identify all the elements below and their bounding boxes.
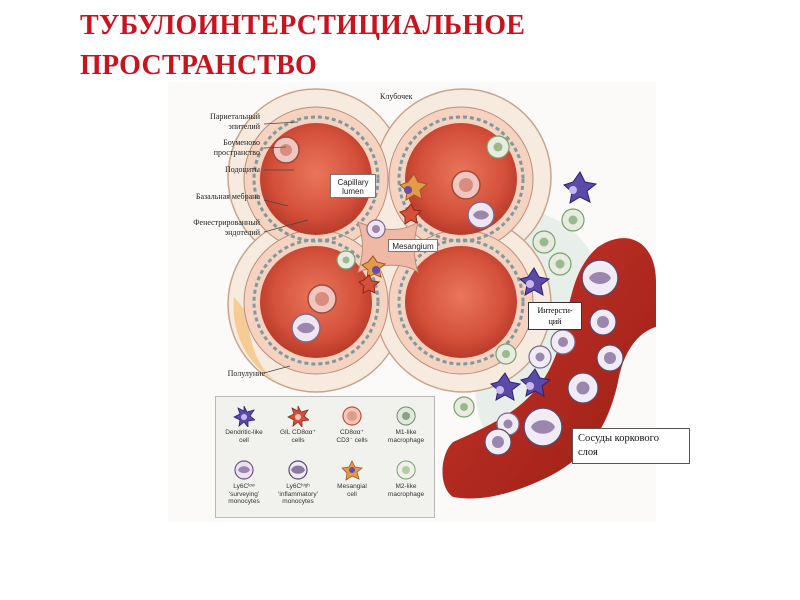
legend-gil-line1: GIL CD8αα⁺ bbox=[280, 429, 316, 436]
legend-cd8-line1: CD8αα⁺ bbox=[340, 429, 364, 436]
legend-item-dendritic-cell: Dendritic-like cell bbox=[217, 405, 271, 444]
label-interstitium: Интерсти- ций bbox=[528, 302, 582, 330]
legend-ly6c-high-line2: ‘inflammatory’ bbox=[277, 490, 319, 498]
label-fenestrated-endothelium: Фенестрированный эндотелий bbox=[150, 218, 260, 238]
legend-m1-line1: M1-like bbox=[395, 429, 417, 436]
legend-ly6c-low-line3: monocytes bbox=[228, 498, 260, 505]
title-line-1: ТУБУЛОИНТЕРСТИЦИАЛЬНОЕ bbox=[80, 10, 526, 41]
label-interstitium-line1: Интерсти- bbox=[537, 306, 573, 315]
label-basement-membrane: Базальная мебрана bbox=[195, 192, 260, 201]
label-glomerulus: Клубочек bbox=[380, 92, 413, 101]
label-interstitium-line2: ций bbox=[548, 317, 562, 326]
label-cortical-vessels: Сосуды коркового слоя bbox=[572, 428, 690, 464]
legend-gil-line2: cells bbox=[291, 436, 305, 444]
label-capillary-lumen-line1: Capillary bbox=[337, 178, 369, 187]
cell-type-legend: Dendritic-like cell GIL CD8αα⁺ cells CD8… bbox=[215, 396, 435, 518]
legend-mesangial-line1: Mesangial bbox=[337, 483, 367, 490]
label-fenestrated-endothelium-line2: эндотелий bbox=[224, 228, 260, 237]
legend-m1-line2: macrophage bbox=[387, 436, 425, 444]
legend-cd8-line2: CD3⁻ cells bbox=[336, 436, 368, 444]
label-bowman-space: Боуменово пространство bbox=[150, 138, 260, 158]
legend-m2-line2: macrophage bbox=[387, 490, 425, 498]
capillary-monocytes bbox=[291, 201, 495, 343]
label-capillary-lumen: Capillary lumen bbox=[330, 174, 376, 198]
label-bowman-space-line1: Боуменово bbox=[223, 138, 260, 147]
legend-ly6c-high-line3: monocytes bbox=[282, 498, 314, 505]
label-mesangium: Mesangium bbox=[388, 239, 438, 252]
legend-item-ly6c-low: Ly6Cˡᵒʷ ‘surveying’ monocytes bbox=[217, 459, 271, 506]
legend-item-ly6c-high: Ly6Cʰⁱᵍʰ ‘inflammatory’ monocytes bbox=[271, 459, 325, 506]
m1-macrophage-icon bbox=[396, 406, 416, 426]
label-capillary-lumen-line2: lumen bbox=[342, 187, 364, 196]
legend-ly6c-low-line2: ‘surveying’ bbox=[228, 490, 260, 498]
legend-ly6c-low-line1: Ly6Cˡᵒʷ bbox=[233, 483, 255, 490]
legend-dendritic-line2: cell bbox=[239, 436, 249, 444]
glomerulus-illustration bbox=[168, 82, 656, 522]
ly6c-low-monocyte-icon bbox=[234, 460, 254, 480]
legend-item-gil-cd8: GIL CD8αα⁺ cells bbox=[271, 405, 325, 444]
m2-macrophage-icon bbox=[396, 460, 416, 480]
gil-cd8-cell-icon bbox=[287, 405, 309, 427]
basement-membrane bbox=[252, 115, 525, 366]
label-leaders bbox=[263, 121, 309, 374]
legend-dendritic-line1: Dendritic-like bbox=[225, 429, 263, 436]
title-line-2: ПРОСТРАНСТВО bbox=[80, 50, 318, 81]
legend-mesangial-line2: cell bbox=[347, 490, 357, 498]
ly6c-high-monocyte-icon bbox=[288, 460, 308, 480]
crescent-shape bbox=[233, 297, 278, 382]
label-parietal-epithelium: Париетальный эпителий bbox=[150, 112, 260, 132]
label-bowman-space-line2: пространство bbox=[213, 148, 260, 157]
page-title: ТУБУЛОИНТЕРСТИЦИАЛЬНОЕ ПРОСТРАНСТВО bbox=[80, 6, 525, 86]
legend-item-m2-macrophage: M2-like macrophage bbox=[379, 459, 433, 498]
label-cortical-vessels-line1: Сосуды коркового bbox=[578, 433, 659, 444]
label-fenestrated-endothelium-line1: Фенестрированный bbox=[193, 218, 260, 227]
legend-item-cd8-cd3: CD8αα⁺ CD3⁻ cells bbox=[325, 405, 379, 444]
legend-item-m1-macrophage: M1-like macrophage bbox=[379, 405, 433, 444]
legend-ly6c-high-line1: Ly6Cʰⁱᵍʰ bbox=[286, 483, 310, 490]
mesangial-cells bbox=[336, 135, 510, 294]
legend-m2-line1: M2-like bbox=[395, 483, 417, 490]
label-parietal-epithelium-line1: Париетальный bbox=[210, 112, 260, 121]
legend-item-mesangial-cell: Mesangial cell bbox=[325, 459, 379, 498]
dendritic-cell-icon bbox=[233, 405, 255, 427]
vessel-monocytes bbox=[484, 259, 624, 456]
interstitial-cells bbox=[453, 171, 598, 436]
label-parietal-epithelium-line2: эпителий bbox=[228, 122, 260, 131]
label-podocytes: Подоциты bbox=[224, 165, 260, 174]
label-crescent: Полулуние bbox=[227, 369, 265, 378]
cd8-cd3-cell-icon bbox=[342, 406, 362, 426]
label-cortical-vessels-line2: слоя bbox=[578, 447, 598, 458]
mesangial-cell-icon bbox=[341, 460, 363, 481]
